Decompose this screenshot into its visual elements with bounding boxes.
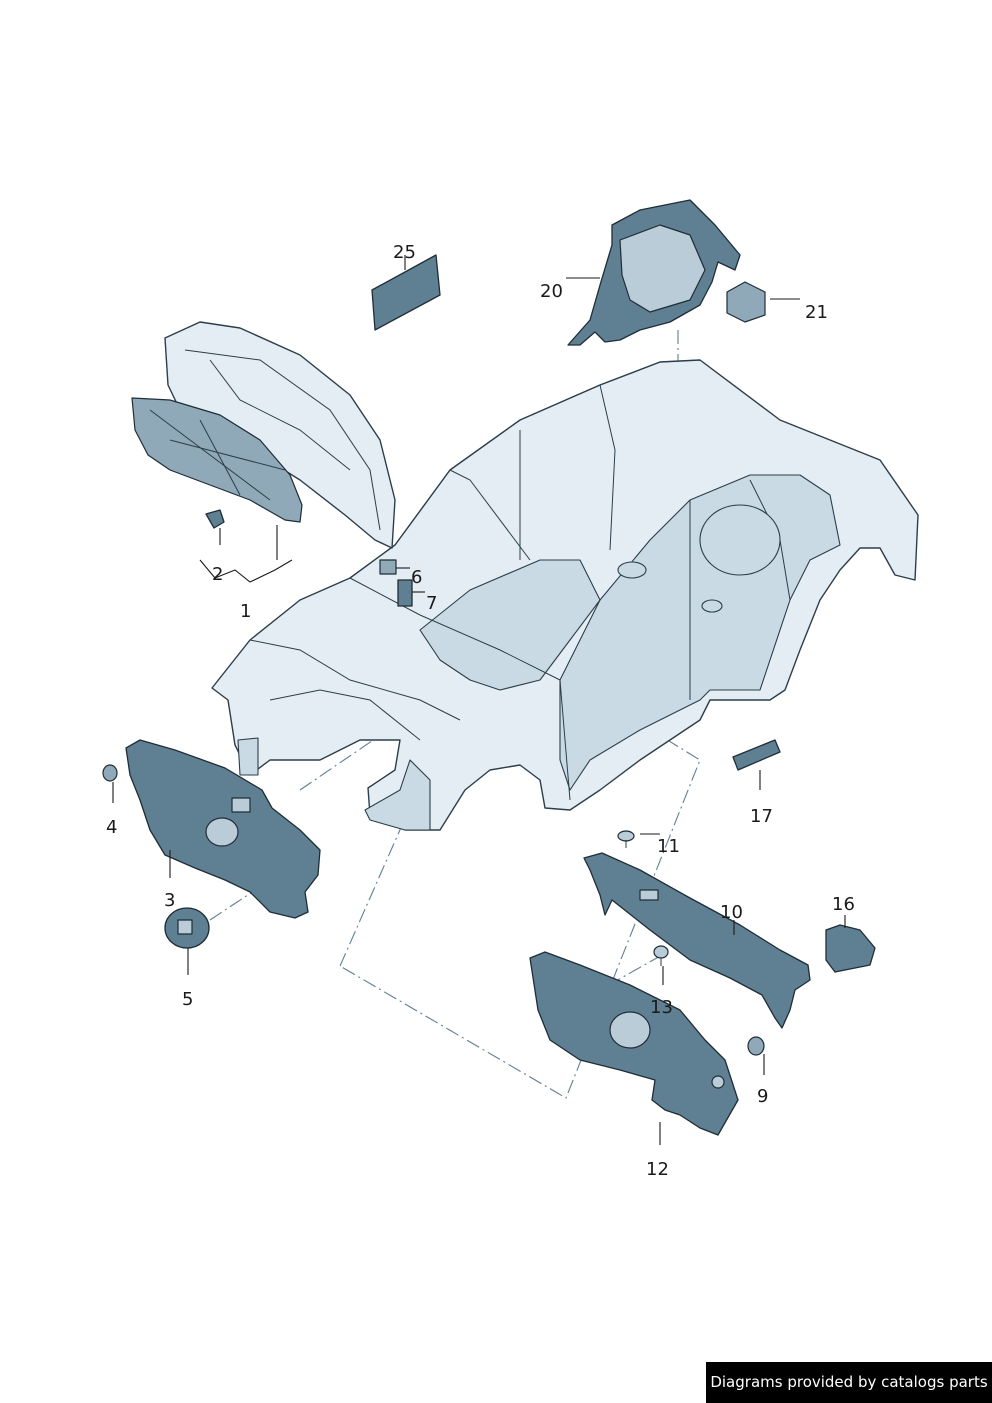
part-25-pad <box>371 254 441 331</box>
callout-4: 4 <box>106 817 117 838</box>
leader-lines <box>112 255 846 1145</box>
callout-11: 11 <box>657 836 680 857</box>
callout-10: 10 <box>720 902 743 923</box>
part-7-block <box>397 579 413 607</box>
bulkhead-insulation-part-3 <box>125 739 321 919</box>
sealing-ring-part-5 <box>164 907 210 949</box>
dash-insulation-part-12 <box>529 951 739 1136</box>
clip-part-13 <box>653 945 669 966</box>
callout-20: 20 <box>540 281 563 302</box>
hood-panel <box>164 321 396 549</box>
clip-part-2 <box>205 509 225 529</box>
car-body-shell <box>211 359 919 831</box>
callout-7: 7 <box>426 593 437 614</box>
part-17-foam-strip <box>732 739 781 771</box>
grommet-part-4 <box>102 764 118 782</box>
callout-1: 1 <box>240 601 251 622</box>
callout-12: 12 <box>646 1159 669 1180</box>
callout-labels: 25 20 21 2 1 6 7 4 3 5 17 11 10 16 13 9 … <box>106 242 855 1180</box>
part-21-foam-block <box>726 281 766 323</box>
hood-insulation-part-1 <box>131 397 303 523</box>
attribution-footer: Diagrams provided by catalogs parts <box>706 1362 992 1403</box>
callout-16: 16 <box>832 894 855 915</box>
callout-17: 17 <box>750 806 773 827</box>
part-6-block <box>379 559 397 575</box>
plenum-part-10 <box>583 852 811 1029</box>
callout-3: 3 <box>164 890 175 911</box>
callout-13: 13 <box>650 997 673 1018</box>
wheelhouse-liner-part-20 <box>567 199 741 346</box>
callout-21: 21 <box>805 302 828 323</box>
clip-part-11 <box>617 830 635 848</box>
callout-6: 6 <box>411 567 422 588</box>
callout-2: 2 <box>212 564 223 585</box>
part-16-block <box>825 924 876 973</box>
callout-9: 9 <box>757 1086 768 1107</box>
grommet-part-9 <box>747 1036 765 1056</box>
callout-5: 5 <box>182 989 193 1010</box>
callout-25: 25 <box>393 242 416 263</box>
